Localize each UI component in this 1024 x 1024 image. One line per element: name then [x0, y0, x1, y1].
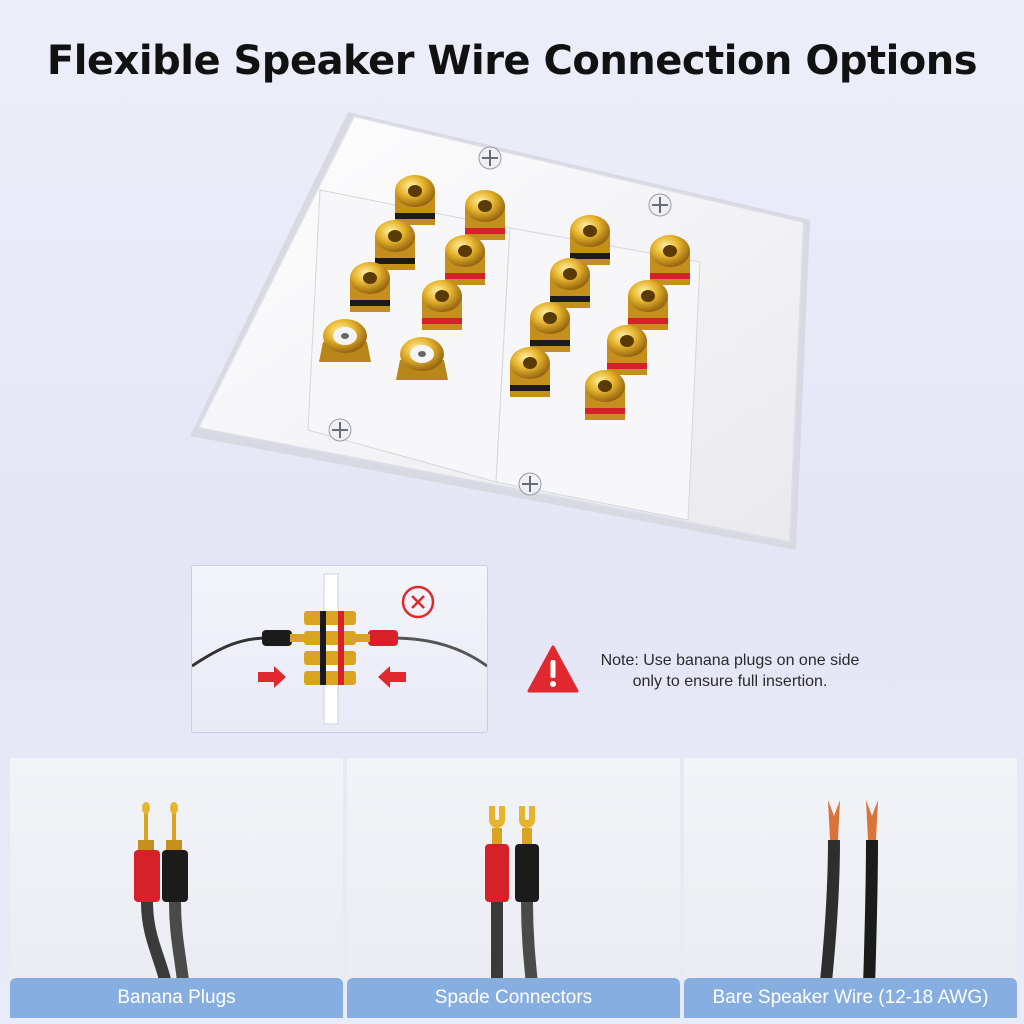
- banana-plug-black-icon: [262, 630, 304, 646]
- binding-post-icon: [350, 175, 505, 330]
- banana-plug-red-icon: [356, 630, 398, 646]
- option-label-bare-wire: Bare Speaker Wire (12-18 AWG): [684, 978, 1017, 1018]
- option-card-bare-wire: Bare Speaker Wire (12-18 AWG): [684, 758, 1017, 1018]
- binding-post-icon: [510, 215, 690, 420]
- headline-title: Flexible Speaker Wire Connection Options: [46, 38, 978, 84]
- cross-circle-icon: [401, 585, 435, 619]
- option-card-spade-connectors: Spade Connectors: [347, 758, 680, 1018]
- binding-post-icon: [304, 611, 356, 685]
- spade-connectors-photo: [485, 806, 541, 1018]
- note-text: Note: Use banana plugs on one side only …: [600, 652, 860, 690]
- rca-jack-icon: [319, 319, 448, 380]
- wall-plate-image: [190, 112, 810, 550]
- arrow-left-icon: [378, 666, 406, 688]
- option-card-banana-plugs: Banana Plugs: [10, 758, 343, 1018]
- banana-plugs-photo: [134, 802, 191, 1018]
- arrow-right-icon: [258, 666, 286, 688]
- option-label-spade-connectors: Spade Connectors: [347, 978, 680, 1018]
- warning-triangle-icon: [527, 645, 579, 693]
- insertion-diagram: [191, 565, 488, 733]
- option-label-banana-plugs: Banana Plugs: [10, 978, 343, 1018]
- screw-icon: [328, 146, 672, 496]
